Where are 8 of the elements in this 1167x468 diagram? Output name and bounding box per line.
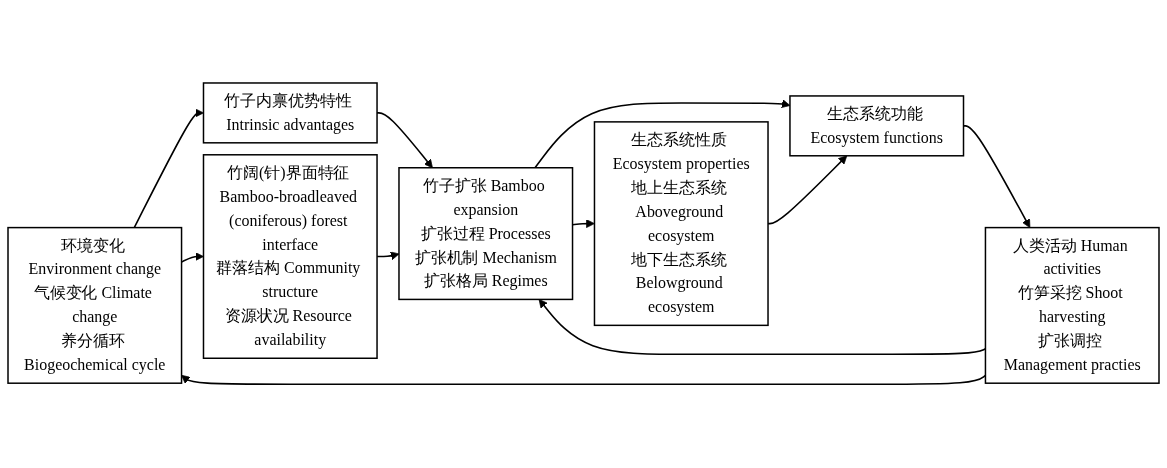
arrow xyxy=(133,108,204,229)
node-box: 生态系统功能 Ecosystem functions xyxy=(789,95,965,157)
node-box: 竹阔(针)界面特征 Bamboo-broadleaved (coniferous) forest interface 群落结构 Community structure 资源状况 Resource availability xyxy=(202,154,378,360)
node-box: 人类活动 Human activities 竹笋采挖 Shoot harvesting 扩张调控 Management practies xyxy=(984,227,1160,385)
node-box: 竹子扩张 Bamboo expansion 扩张过程 Processes 扩张机制 Mechanism 扩张格局 Regimes xyxy=(398,167,574,301)
node-box: 生态系统性质 Ecosystem properties 地上生态系统 Aboveground ecosystem 地下生态系统 Belowground ecosystem xyxy=(593,121,769,327)
node-box: 环境变化 Environment change 气候变化 Climate change 养分循环 Biogeochemical cycle xyxy=(7,227,183,385)
node-box: 竹子内禀优势特性 Intrinsic advantages xyxy=(202,82,378,144)
